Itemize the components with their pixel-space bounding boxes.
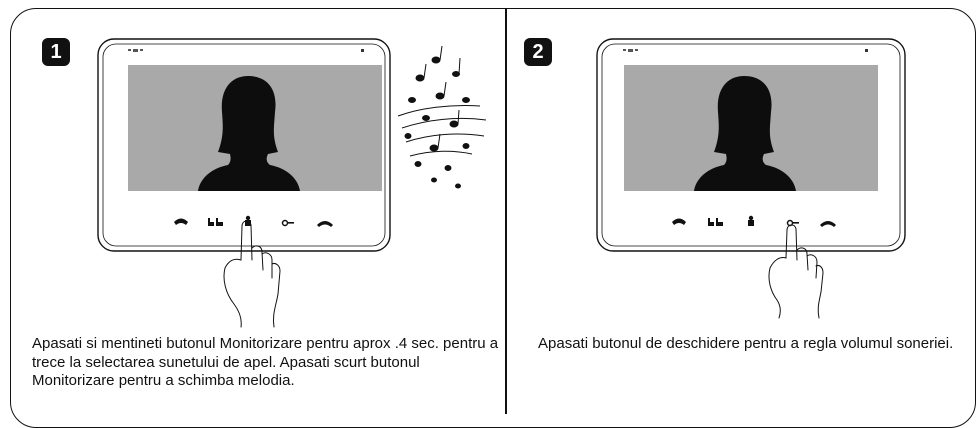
visitor-silhouette-icon (198, 76, 300, 191)
intercom-icon (208, 218, 223, 226)
step-number-badge: 2 (524, 38, 552, 66)
hang-up-icon (317, 221, 333, 227)
monitor-icon (245, 215, 251, 226)
step-panel-1: 1 (10, 8, 505, 414)
step-instruction-text: Apasati si mentineti butonul Monitorizar… (32, 335, 499, 389)
intercom-device-illustration (596, 38, 906, 319)
device-bezel (601, 43, 901, 247)
step-instruction-text: Apasati butonul de deschidere pentru a r… (538, 335, 954, 352)
status-indicators-icon (623, 49, 638, 52)
intercom-device-illustration (97, 38, 487, 328)
ringtone-sound-notes-icon (397, 45, 487, 189)
monitor-icon (748, 215, 754, 226)
visitor-silhouette-icon (694, 76, 796, 191)
camera-indicator-icon (361, 49, 364, 52)
pressing-hand-icon (768, 224, 824, 319)
answer-call-icon (174, 218, 188, 225)
pressing-hand-icon (223, 220, 281, 328)
camera-indicator-icon (865, 49, 868, 52)
hang-up-icon (820, 221, 836, 227)
status-indicators-icon (128, 49, 143, 52)
intercom-icon (708, 218, 723, 226)
step-number-badge: 1 (42, 38, 70, 66)
step-panel-2: 2 Apasati butonul de deschidere pentru a… (507, 8, 976, 414)
answer-call-icon (672, 218, 686, 225)
unlock-key-icon (281, 219, 294, 227)
panel-divider (505, 8, 507, 414)
device-bezel (102, 43, 386, 247)
